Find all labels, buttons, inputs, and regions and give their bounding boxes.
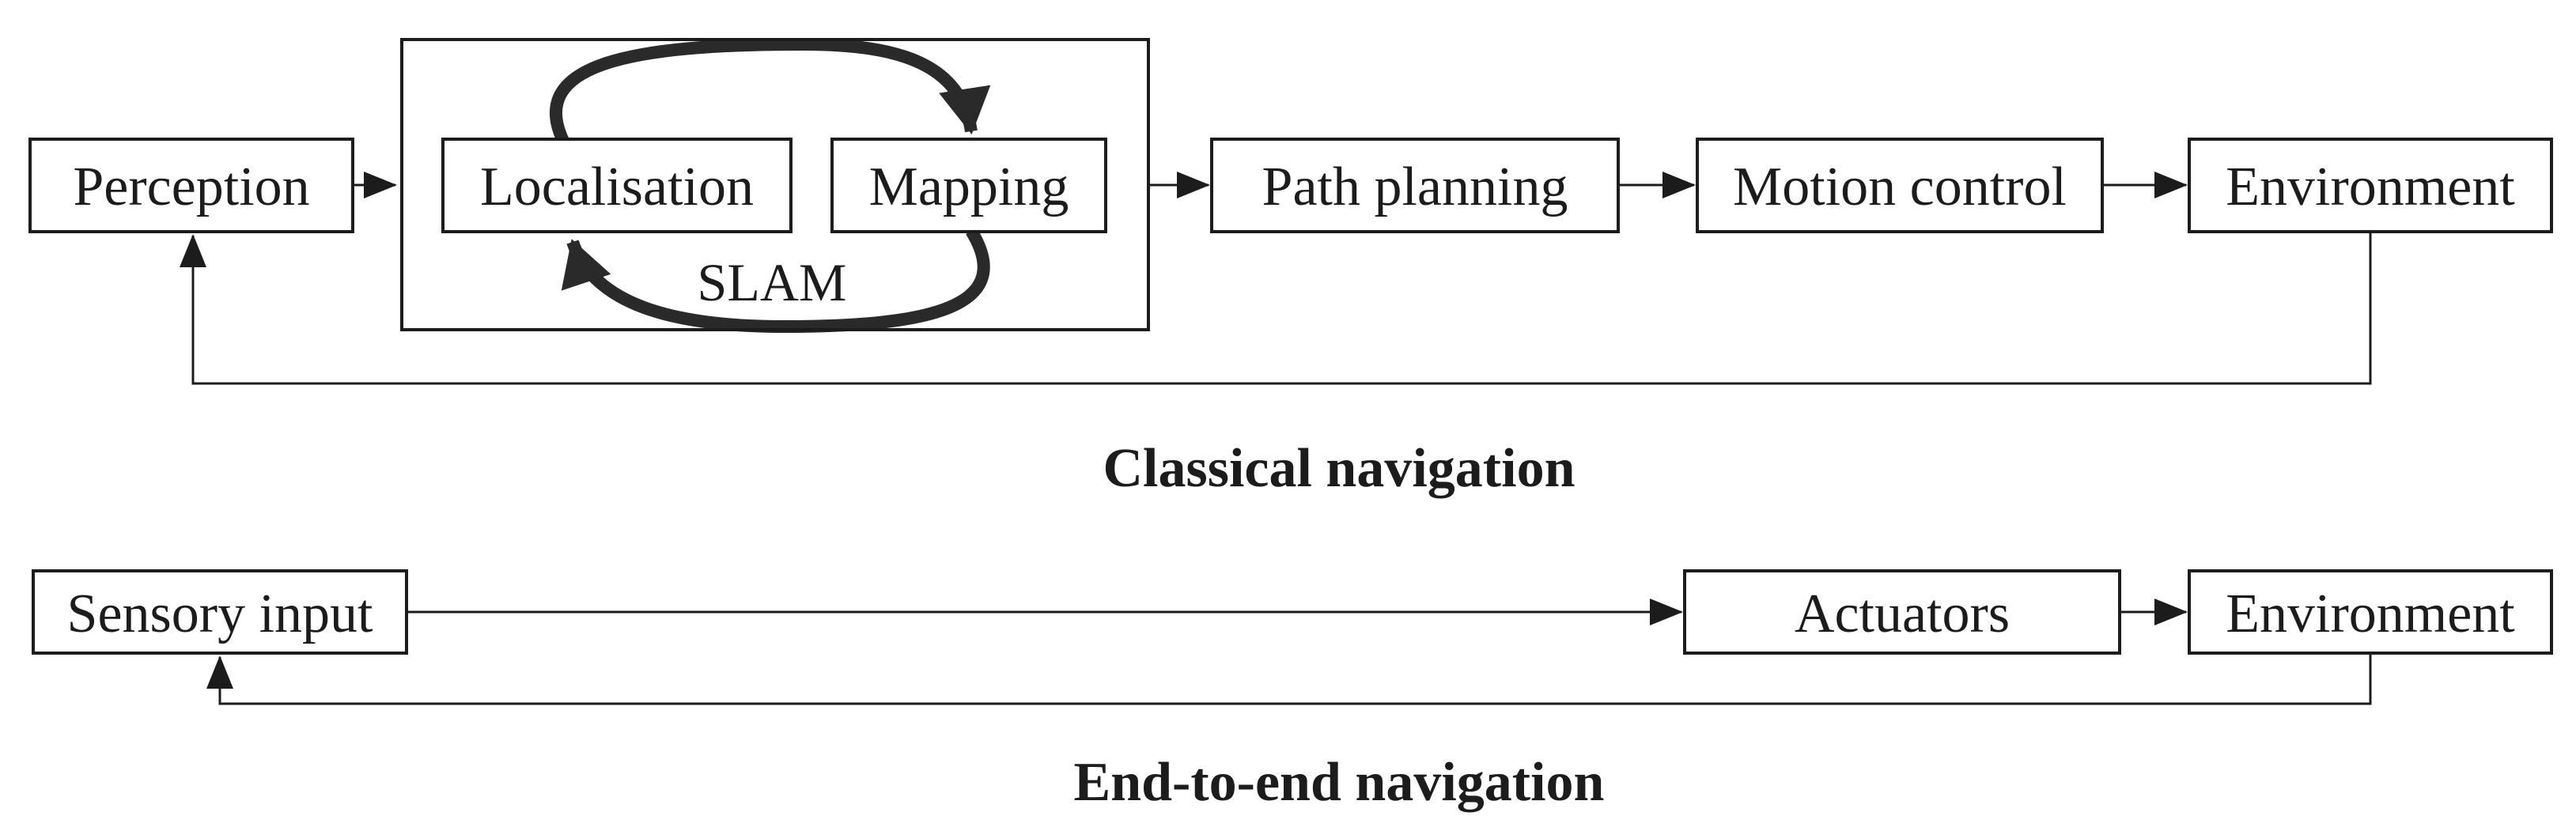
perception-label: Perception	[73, 157, 309, 217]
feedback-environment-to-perception	[180, 232, 2372, 385]
perception-box	[28, 138, 354, 233]
feedback-environment-to-sensory-input	[206, 653, 2372, 705]
path-planning-box	[1210, 138, 1620, 233]
motion-control-box	[1696, 138, 2104, 233]
environment-label: Environment	[2226, 157, 2515, 217]
environment-label-2: Environment	[2226, 584, 2515, 644]
mapping-label: Mapping	[869, 157, 1069, 217]
environment-box	[2188, 138, 2553, 233]
end-to-end-caption: End-to-end navigation	[1074, 752, 1605, 813]
classical-caption: Classical navigation	[1103, 438, 1575, 499]
slam-label: SLAM	[698, 252, 847, 312]
sensory-input-label: Sensory input	[67, 584, 374, 644]
slam-cycle-bottom-arc	[561, 227, 990, 334]
actuators-label: Actuators	[1795, 584, 2010, 644]
classical-navigation-diagram: Perception Localisation Mapping Path pla…	[28, 37, 2553, 499]
slam-cycle-top-arc	[549, 37, 991, 144]
path-planning-label: Path planning	[1262, 157, 1568, 217]
environment-box-2	[2188, 569, 2553, 655]
localisation-box	[441, 138, 792, 233]
localisation-label: Localisation	[480, 157, 754, 217]
end-to-end-navigation-diagram: Sensory input Actuators Environment End-…	[32, 569, 2553, 813]
sensory-input-box	[32, 569, 408, 655]
motion-control-label: Motion control	[1733, 157, 2067, 217]
mapping-box	[830, 138, 1107, 233]
actuators-box	[1683, 569, 2121, 655]
